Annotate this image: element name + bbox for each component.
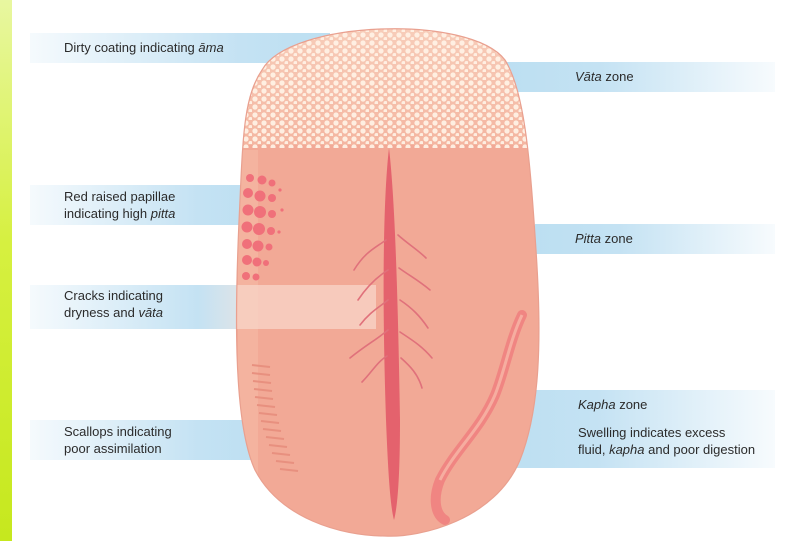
label-red-papillae: Red raised papillae indicating high pitt…: [64, 188, 175, 222]
label-pitta-zone: Pitta zone: [575, 230, 633, 247]
label-vata-zone: Vāta zone: [575, 68, 634, 85]
label-cracks: Cracks indicating dryness and vāta: [64, 287, 163, 321]
label-swelling: Swelling indicates excess fluid, kapha a…: [578, 424, 755, 458]
label-kapha-zone: Kapha zone: [578, 396, 647, 413]
label-scallops: Scallops indicating poor assimilation: [64, 423, 172, 457]
label-dirty-coating: Dirty coating indicating āma: [64, 39, 224, 56]
